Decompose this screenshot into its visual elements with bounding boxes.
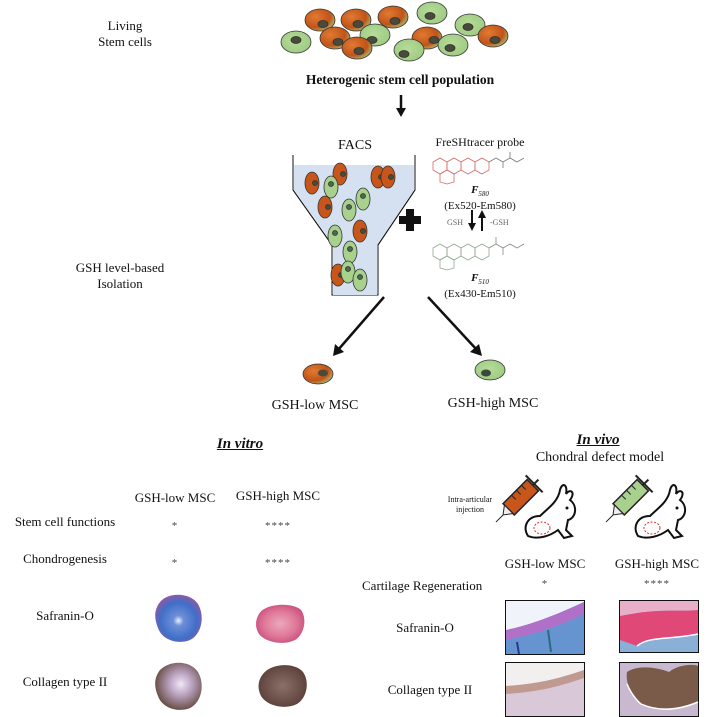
in-vivo-subtitle: Chondral defect model: [535, 450, 665, 465]
f580-name: F580: [440, 184, 520, 200]
f510-label: F510 (Ex430-Em510): [440, 272, 520, 300]
pellet-collagen-high-image: [258, 665, 307, 707]
label-line: Living: [107, 18, 143, 33]
facs-label: FACS: [338, 138, 372, 153]
in-vitro-title: In vitro: [216, 436, 264, 452]
in-vitro-row-label: Chondrogenesis: [23, 551, 107, 566]
f580-label: F580 (Ex520-Em580): [440, 184, 520, 212]
plus-icon: [399, 209, 421, 231]
pellet-safranin-low-image: [155, 594, 202, 642]
in-vitro-row-label: Stem cell functions: [14, 514, 116, 529]
histology-safranin-low-image: [505, 600, 585, 655]
label-line: Stem cells: [98, 34, 152, 49]
significance-value: *: [541, 578, 549, 590]
significance-value: *: [171, 557, 179, 569]
rabbit-injection-high-icon: [605, 474, 686, 540]
gsh-reverse-label: -GSH: [490, 218, 509, 227]
in-vivo-image-row-label: Collagen type II: [387, 682, 473, 697]
f510-subscript: 510: [478, 278, 489, 287]
pellet-safranin-high-image: [256, 604, 305, 643]
cell-green: [355, 187, 371, 211]
cell-orange: [304, 171, 320, 195]
cell-green: [341, 198, 357, 222]
cell-orange: [477, 24, 509, 48]
rabbit-injection-low-icon: [495, 474, 576, 540]
cell-orange: [380, 165, 396, 189]
pellet-collagen-low-image: [155, 662, 202, 710]
label-line: injection: [456, 505, 484, 514]
cell-orange: [317, 195, 333, 219]
isolation-label: GSH level-based Isolation: [50, 260, 190, 292]
gsh-high-label: GSH-high MSC: [447, 396, 539, 411]
f510-letter: F: [471, 272, 479, 284]
significance-value: ****: [265, 520, 291, 532]
cell-orange: [340, 8, 372, 32]
gsh-high-cell: [474, 359, 506, 381]
reversible-arrows-icon: [468, 210, 486, 231]
histology-collagen-high-image: [619, 662, 699, 717]
in-vivo-row-label: Cartilage Regeneration: [362, 578, 483, 593]
cell-green: [327, 224, 343, 248]
f580-excitation: (Ex520-Em580): [444, 200, 516, 213]
in-vivo-image-row-label: Safranin-O: [396, 620, 454, 635]
f580-subscript: 580: [478, 190, 489, 199]
gsh-forward-label: GSH: [447, 218, 464, 227]
in-vivo-col-low: GSH-low MSC: [504, 556, 586, 571]
cell-orange: [352, 219, 368, 243]
facs-funnel: [292, 155, 416, 296]
in-vitro-col-low: GSH-low MSC: [134, 490, 216, 505]
in-vitro-image-row-label: Safranin-O: [36, 608, 94, 623]
gsh-low-label: GSH-low MSC: [271, 398, 359, 413]
label-line: GSH level-based: [75, 260, 165, 275]
living-stem-cells-label: Living Stem cells: [85, 18, 165, 50]
in-vitro-image-row-label: Collagen type II: [22, 674, 108, 689]
significance-value: *: [171, 520, 179, 532]
cell-orange: [377, 5, 409, 29]
f580-structure: [432, 152, 525, 185]
cell-green: [323, 175, 339, 199]
significance-value: ****: [644, 578, 670, 590]
population-title: Heterogenic stem cell population: [305, 72, 495, 87]
cell: [280, 1, 509, 62]
in-vivo-col-high: GSH-high MSC: [614, 556, 700, 571]
in-vitro-col-high: GSH-high MSC: [235, 488, 321, 503]
heterogenic-cell-cluster: [280, 1, 509, 62]
f510-excitation: (Ex430-Em510): [444, 288, 516, 301]
histology-collagen-low-image: [505, 662, 585, 717]
f580-letter: F: [471, 184, 479, 196]
f510-structure: [432, 237, 525, 271]
gsh-low-cell: [302, 363, 334, 385]
label-line: Intra-articular: [447, 495, 493, 504]
histology-safranin-high-image: [619, 600, 699, 653]
down-arrow-icon: [396, 95, 406, 117]
probe-title: FreSHtracer probe: [435, 135, 525, 149]
significance-value: ****: [265, 557, 291, 569]
label-line: Isolation: [97, 276, 143, 291]
in-vivo-title: In vivo: [576, 432, 620, 448]
injection-label: Intra-articular injection: [440, 495, 500, 515]
cell-green: [352, 268, 368, 292]
f510-name: F510: [440, 272, 520, 288]
